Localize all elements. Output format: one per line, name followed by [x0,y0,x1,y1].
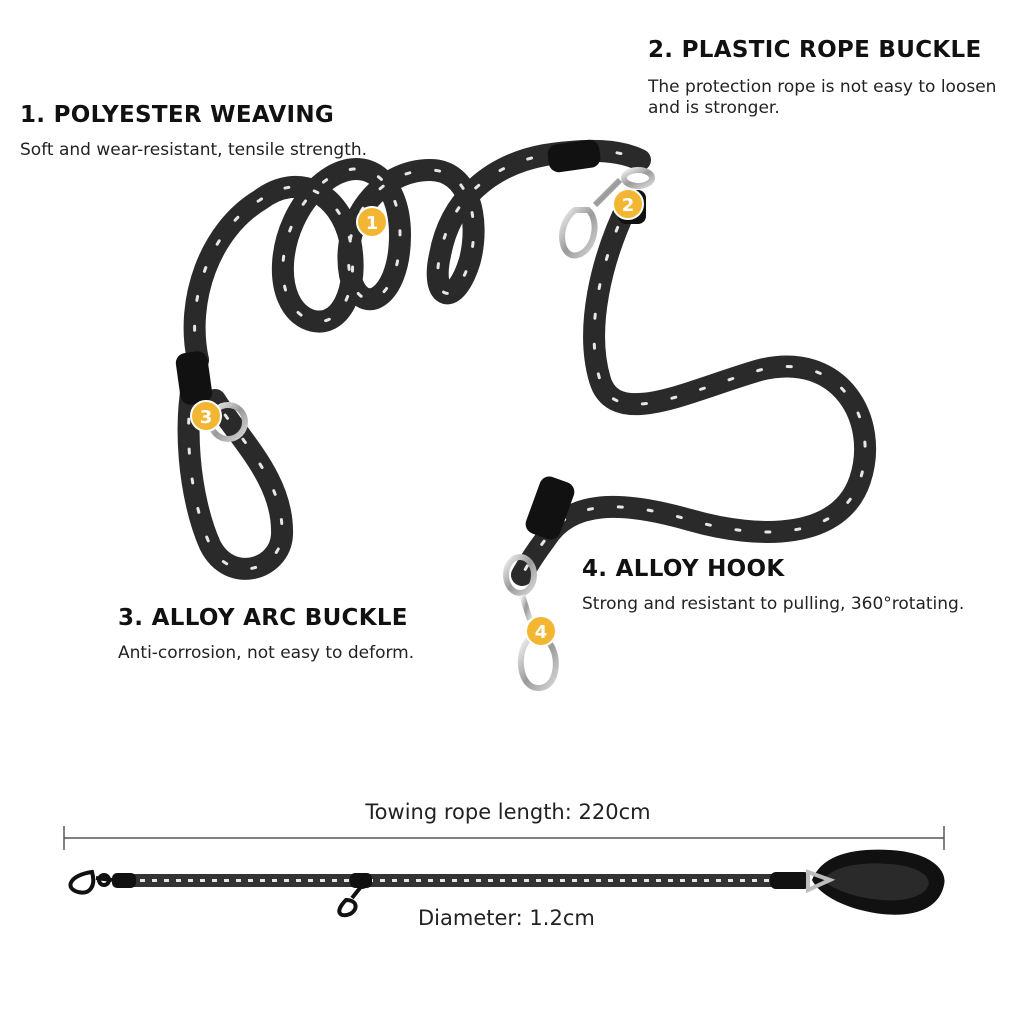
coiled-leash-rope [177,139,877,586]
feature-title: 3. ALLOY ARC BUCKLE [118,605,408,631]
feature-plastic-rope-buckle: 2. PLASTIC ROPE BUCKLE The protection ro… [648,37,1020,119]
plastic-sleeve-top [547,139,601,173]
straight-leash [112,872,810,889]
feature-description: Strong and resistant to pulling, 360°rot… [582,594,965,614]
feature-title: 4. ALLOY HOOK [582,556,785,582]
badge-number-4: 4 [535,622,548,643]
badge-number-2: 2 [622,195,635,216]
numbered-badge-icon: 1 [356,206,388,238]
feature-alloy-arc-buckle: 3. ALLOY ARC BUCKLE Anti-corrosion, not … [118,605,414,664]
feature-description: The protection rope is not easy to loose… [648,77,997,118]
swivel-hook-icon [503,554,559,691]
plastic-sleeve-left [175,351,213,405]
feature-description: Soft and wear-resistant, tensile strengt… [20,140,368,160]
feature-description: Anti-corrosion, not easy to deform. [118,643,415,663]
numbered-badge-icon: 3 [190,400,222,432]
length-measurement-label: Towing rope length: 220cm [365,800,651,824]
swivel-hook-icon [68,869,113,895]
padded-handle-icon [806,849,945,915]
badge-number-3: 3 [200,407,213,428]
numbered-badge-icon: 2 [612,188,644,220]
feature-title: 1. POLYESTER WEAVING [20,102,335,128]
feature-title: 2. PLASTIC ROPE BUCKLE [648,37,982,63]
numbered-badge-icon: 4 [525,615,557,647]
plastic-sleeve-right [525,476,575,540]
badge-number-1: 1 [366,213,379,234]
length-dimension-line [63,826,945,850]
swivel-hook-icon [559,167,655,259]
feature-polyester-weaving: 1. POLYESTER WEAVING Soft and wear-resis… [20,102,367,161]
feature-alloy-hook: 4. ALLOY HOOK Strong and resistant to pu… [582,556,964,615]
swivel-hook-icon [337,875,369,918]
diameter-measurement-label: Diameter: 1.2cm [418,906,595,930]
